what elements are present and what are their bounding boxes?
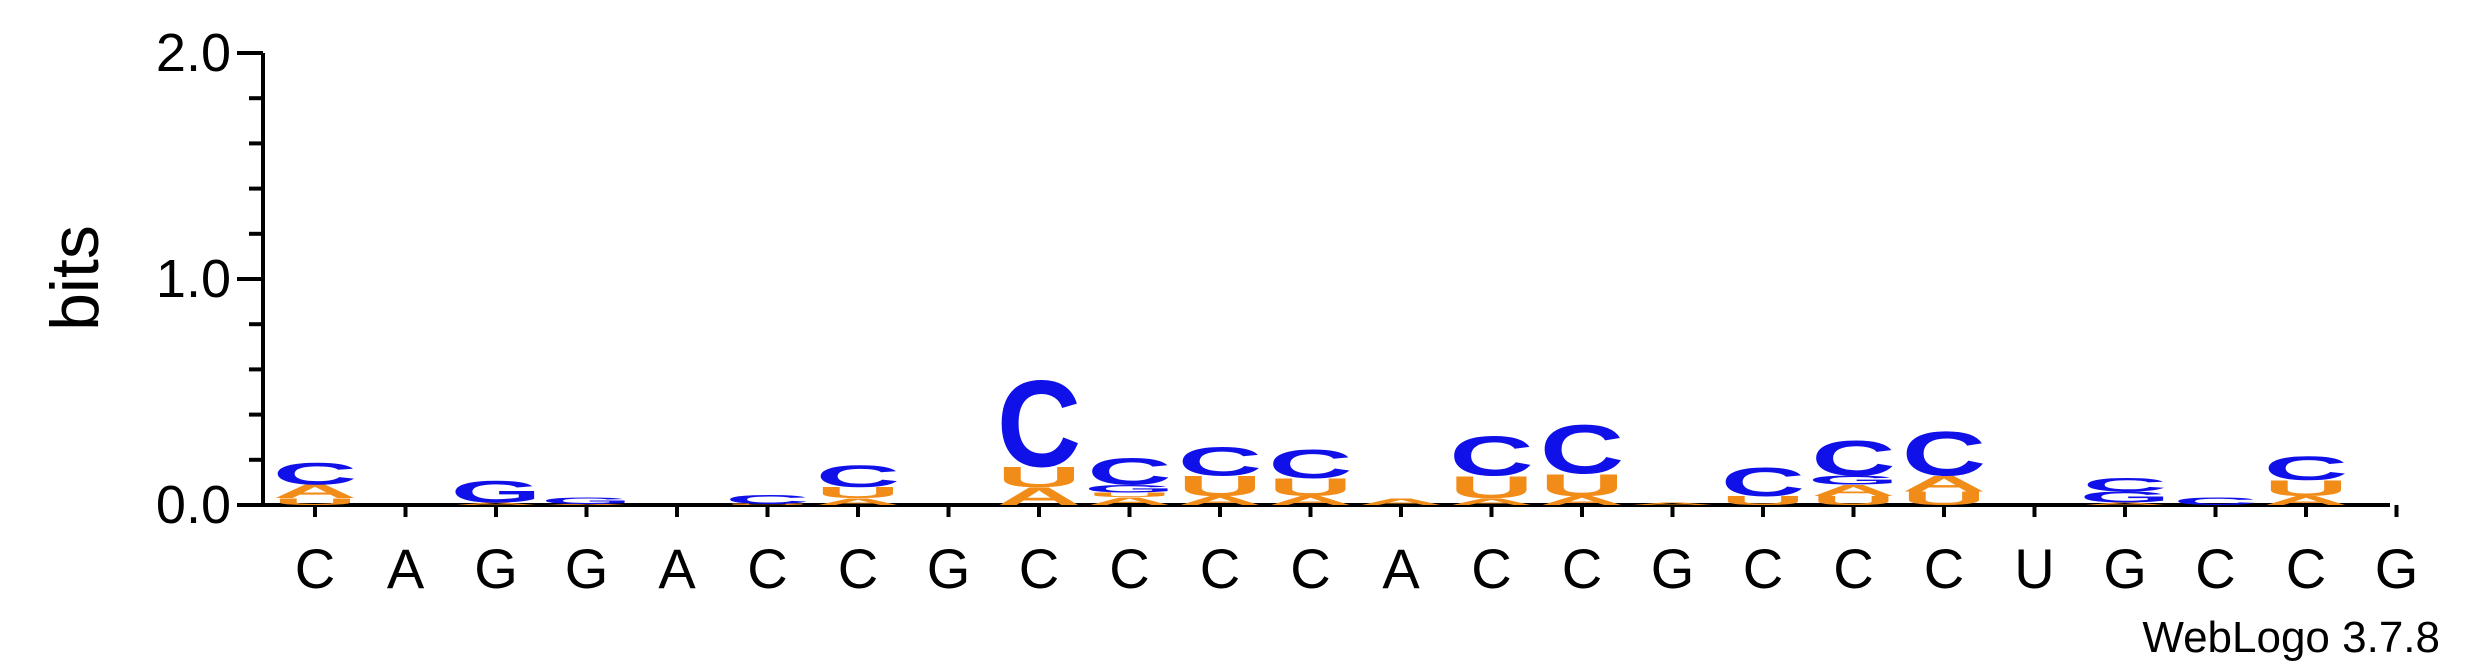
logo-letter-u: U <box>1721 494 1805 508</box>
logo-letter-u: U <box>273 496 357 507</box>
logo-letter-g: G <box>541 495 632 506</box>
logo-letter-u: U <box>1268 473 1352 501</box>
x-tick-label: C <box>1833 537 1873 600</box>
logo-letter-u: U <box>1811 494 1895 508</box>
logo-letter-a: A <box>544 504 628 506</box>
logo-letter-c: C <box>1540 411 1624 488</box>
logo-letter-a: A <box>1902 471 1986 496</box>
logo-letter-g: G <box>1808 473 1899 487</box>
x-tick-label: C <box>1562 537 1602 600</box>
logo-letter-c: C <box>1268 441 1352 487</box>
y-axis-label: bits <box>37 225 113 331</box>
y-tick-label: 0.0 <box>156 475 231 535</box>
x-tick-label: C <box>1019 537 1059 600</box>
y-ticks: 0.0 1.0 2.0 <box>156 23 263 535</box>
y-tick-label: 2.0 <box>156 23 231 83</box>
logo-letter-u: U <box>1540 468 1624 503</box>
logo-letter-u: U <box>1902 488 1986 509</box>
x-tick-label: C <box>2195 537 2235 600</box>
logo-letter-a: A <box>2264 494 2348 508</box>
x-tick-label: G <box>2103 537 2147 600</box>
logo-letter-u: U <box>1087 491 1171 498</box>
logo-letter-c: C <box>2264 449 2348 488</box>
logo-letter-c: C <box>2173 495 2257 507</box>
logo-letter-c: C <box>997 356 1081 494</box>
x-tick-label: C <box>1109 537 1149 600</box>
logo-letter-c: C <box>1902 418 1986 489</box>
logo-letter-c: C <box>1449 425 1533 488</box>
x-tick-label: C <box>295 537 335 600</box>
x-tick-label: C <box>1290 537 1330 600</box>
x-tick-label: A <box>1382 537 1420 600</box>
x-tick-label: G <box>474 537 518 600</box>
logo-letter-a: A <box>1630 502 1714 506</box>
y-tick-label: 1.0 <box>156 249 231 309</box>
x-tick-label: A <box>658 537 696 600</box>
x-tick-label: U <box>2014 537 2054 600</box>
logo-letter-u: U <box>725 504 809 506</box>
logo-letter-a: A <box>1449 496 1533 507</box>
weblogo-credit: WebLogo 3.7.8 <box>2142 613 2440 662</box>
logo-letter-c: C <box>725 492 809 506</box>
logo-letter-u: U <box>2264 476 2348 501</box>
logo-letter-a: A <box>1540 494 1624 508</box>
logo-letter-a: A <box>1087 495 1171 507</box>
x-tick-label: G <box>927 537 971 600</box>
logo-letter-a: A <box>2083 502 2167 506</box>
logo-letter-c: C <box>2083 474 2167 495</box>
x-tick-label: C <box>1924 537 1964 600</box>
x-tick-label: A <box>387 537 425 600</box>
x-tick-label: C <box>838 537 878 600</box>
logo-letter-a: A <box>1359 496 1443 507</box>
logo-letter-g: G <box>2080 489 2171 507</box>
x-tick-label: G <box>565 537 609 600</box>
logo-letter-u: U <box>816 484 900 502</box>
x-tick-label: C <box>1743 537 1783 600</box>
logo-letter-u: U <box>1449 470 1533 505</box>
logo-letter-c: C <box>1178 439 1262 485</box>
logo-letter-a: A <box>1268 494 1352 508</box>
x-tick-label: G <box>2375 537 2419 600</box>
logo-letter-c: C <box>1811 431 1895 487</box>
logo-letter-u: U <box>1178 470 1262 502</box>
x-tick-label: C <box>747 537 787 600</box>
x-tick-label: C <box>1471 537 1511 600</box>
logo-letter-a: A <box>1178 494 1262 508</box>
logo-letter-a: A <box>273 481 357 502</box>
logo-letter-c: C <box>1721 459 1805 505</box>
logo-letter-c: C <box>273 457 357 492</box>
logo-letter-c: C <box>816 459 900 494</box>
logo-letter-g: G <box>1084 483 1175 495</box>
logo-letter-a: A <box>454 502 538 506</box>
x-tick-label: G <box>1651 537 1695 600</box>
logo-letter-c: C <box>1087 451 1171 493</box>
logo-letter-a: A <box>1811 482 1895 500</box>
x-tick-label: C <box>1200 537 1240 600</box>
logo-letter-a: A <box>816 496 900 507</box>
logo-letter-u: U <box>997 461 1081 493</box>
x-tick-label: C <box>2286 537 2326 600</box>
logo-letter-g: G <box>451 475 542 510</box>
